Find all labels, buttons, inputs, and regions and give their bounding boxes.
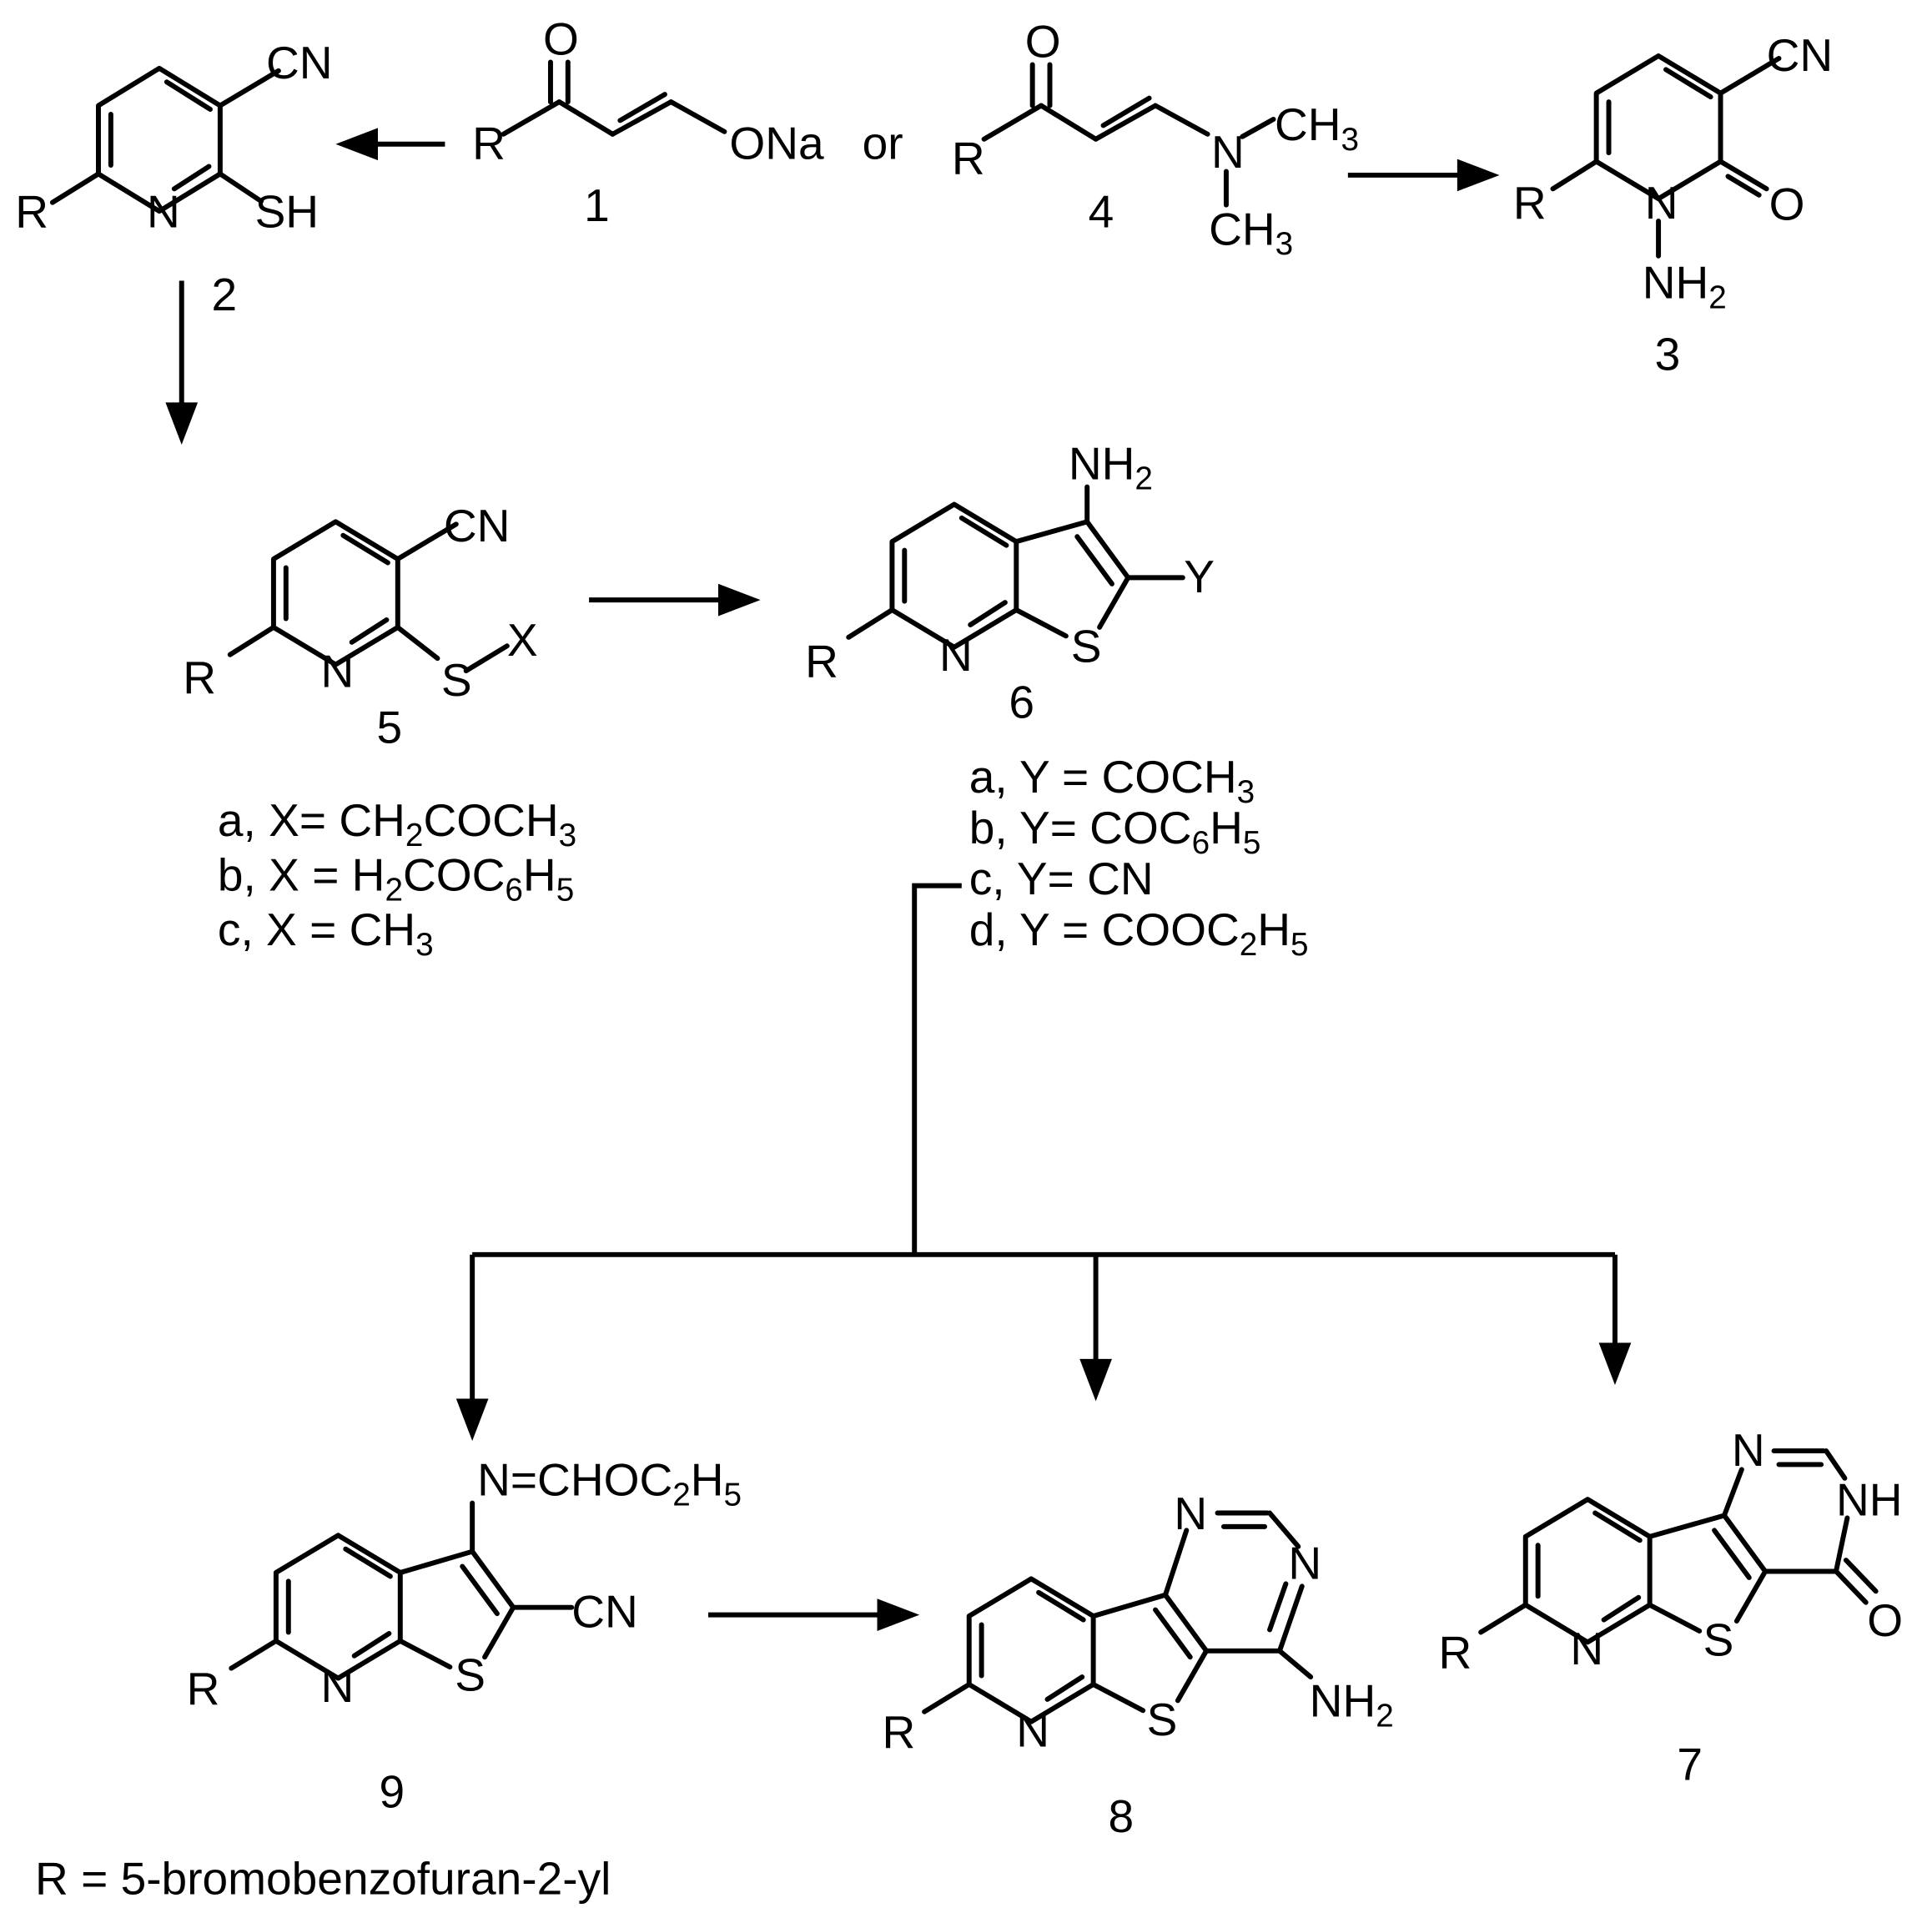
compound-8-number: 8 (1108, 1790, 1134, 1842)
r-group-label: R (472, 118, 506, 169)
pyrimidine-n-label: N (1174, 1488, 1207, 1539)
r-group-label: R (882, 1706, 915, 1758)
r-group-label: R (15, 185, 48, 237)
methyl-label: CH3 (1275, 98, 1359, 158)
compound-6-bonds (846, 484, 1185, 650)
thiophene-s-label: S (1147, 1694, 1178, 1745)
arrow-4-to-3 (1347, 159, 1500, 192)
branch-connector (455, 883, 1632, 1442)
r-group-definition: R = 5-bromobenzofuran-2-yl (35, 1853, 611, 1905)
compound-2: CN N SH R 2 (15, 37, 332, 320)
cyano-label: CN (444, 500, 511, 551)
compound-5: CN N S X R 5 (183, 500, 537, 753)
amino-label: NH2 (1069, 438, 1153, 497)
compound-8-bonds (922, 1510, 1314, 1724)
compound-2-number: 2 (211, 269, 237, 320)
sulfur-label: S (441, 654, 472, 706)
pyridine-n-label: N (1016, 1704, 1049, 1756)
carbonyl-o-label: O (1867, 1594, 1903, 1646)
carbonyl-o-label: O (1025, 15, 1061, 67)
methyl-label: CH3 (1209, 203, 1293, 262)
carbonyl-o-label: O (1769, 179, 1805, 230)
compound-1-number: 1 (584, 179, 610, 231)
arrow-1-to-2 (335, 128, 445, 161)
compound-4-bonds (981, 62, 1276, 208)
pyridine-n-label: N (320, 1660, 354, 1712)
arrow-2-to-5 (165, 280, 199, 446)
pyrimidine-n-label: N (1288, 1537, 1321, 1588)
x-substituent-label: X (507, 614, 538, 666)
variant-a: a, X= CH2COCH3 (218, 794, 576, 853)
sodium-enolate-label: ONa (729, 118, 824, 169)
imidate-label: N=CHOC2H5 (477, 1454, 742, 1513)
amino-label: NH2 (1310, 1675, 1394, 1734)
r-group-label: R (1439, 1627, 1472, 1679)
compound-9-bonds (229, 1500, 575, 1681)
pyridine-n-label: N (1570, 1623, 1603, 1674)
variant-c: c, Y= CN (969, 853, 1154, 904)
compound-4-number: 4 (1089, 185, 1114, 237)
r-group-label: R (952, 132, 985, 184)
compound-6-number: 6 (1009, 677, 1034, 728)
compound-3: CN O N R NH2 3 (1513, 29, 1833, 380)
variant-b: b, X = H2COC6H5 (218, 849, 574, 909)
cyano-label: CN (1767, 29, 1834, 81)
compound-1-bonds (501, 59, 727, 137)
y-substituent-label: Y (1184, 551, 1215, 602)
compound-7-number: 7 (1677, 1739, 1703, 1790)
r-group-label: R (1513, 177, 1547, 229)
amino-label: NH2 (1643, 256, 1727, 315)
cyano-label: CN (266, 37, 333, 88)
cyano-label: CN (571, 1586, 638, 1638)
compound-9: N=CHOC2H5 CN N S R 9 (187, 1454, 742, 1818)
compound-9-number: 9 (379, 1765, 405, 1817)
thiol-label: SH (255, 185, 319, 237)
arrow-5-to-6 (589, 583, 761, 617)
compound-2-bonds (49, 65, 281, 214)
thiophene-s-label: S (1703, 1614, 1734, 1666)
compound-7: N NH O N S R 7 (1439, 1424, 1904, 1790)
compound-7-bonds (1478, 1448, 1879, 1645)
compound-6: NH2 Y N S R 6 (805, 438, 1215, 728)
amine-n-label: N (1211, 126, 1245, 178)
pyrimidinone-nh-label: NH (1836, 1473, 1903, 1525)
or-connector: or (863, 118, 903, 169)
variant-d: d, Y = COOC2H5 (969, 904, 1309, 963)
compound-3-bonds (1550, 53, 1782, 259)
compound-1: O R ONa 1 (472, 13, 824, 232)
arrow-9-to-8 (708, 1598, 920, 1631)
compound-5-bonds (227, 519, 510, 674)
carbonyl-o-label: O (543, 13, 579, 65)
compound-8: N N NH2 N S R 8 (882, 1488, 1393, 1842)
variant-b: b, Y= COC6H5 (969, 802, 1261, 861)
thiophene-s-label: S (1071, 621, 1102, 672)
r-group-label: R (187, 1663, 220, 1714)
compound-3-number: 3 (1655, 329, 1681, 380)
pyridine-n-label: N (939, 629, 973, 681)
pyridone-n-label: N (1645, 177, 1678, 229)
r-group-label: R (183, 652, 216, 703)
pyrimidinone-n-label: N (1732, 1424, 1765, 1476)
pyridine-n-label: N (147, 185, 180, 237)
r-group-label: R (805, 635, 838, 687)
compound-5-number: 5 (377, 701, 403, 753)
compound-4: O R N CH3 CH3 4 (952, 15, 1359, 262)
variant-a: a, Y = COCH3 (969, 751, 1255, 810)
variant-c: c, X = CH3 (218, 904, 434, 963)
thiophene-s-label: S (455, 1649, 486, 1700)
pyridine-n-label: N (320, 645, 354, 697)
